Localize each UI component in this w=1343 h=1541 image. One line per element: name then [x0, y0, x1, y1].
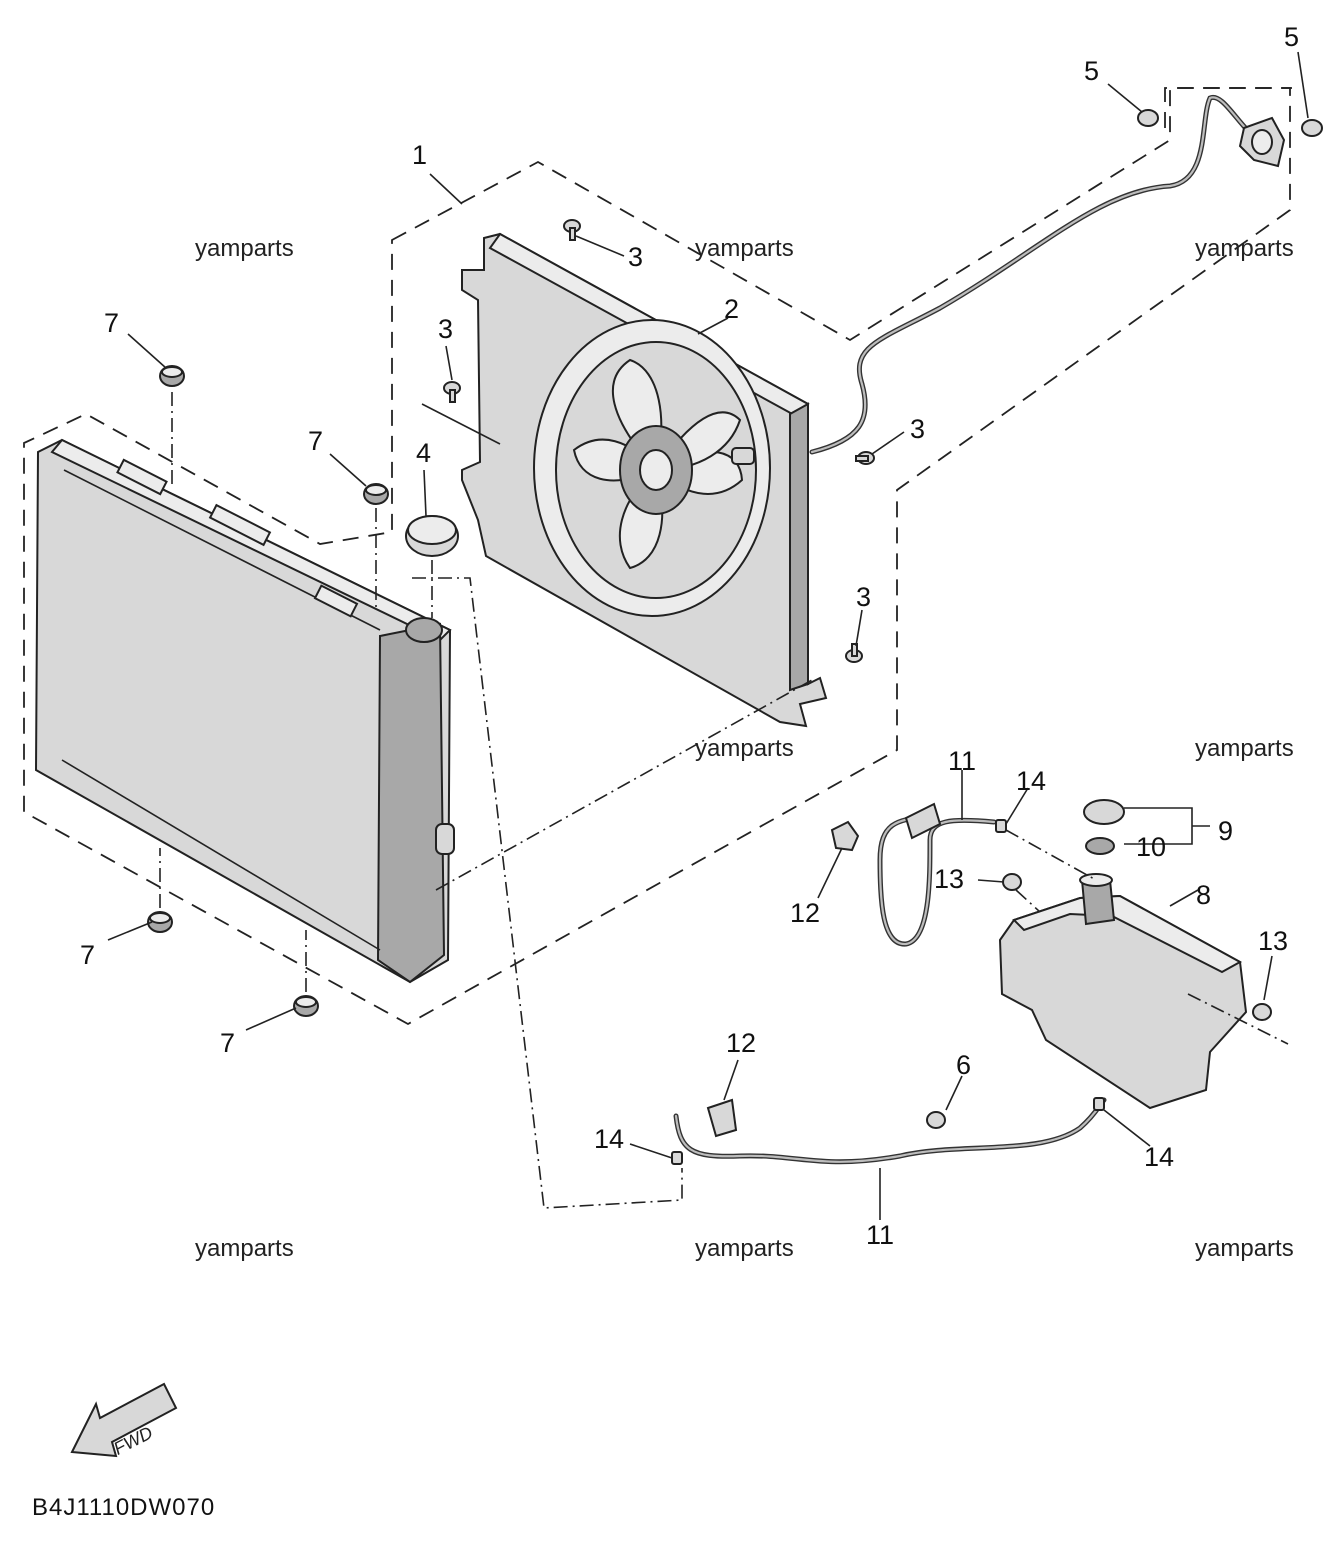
label-2: 2	[724, 294, 739, 324]
watermark: yamparts	[195, 235, 294, 262]
watermark: yamparts	[695, 1235, 794, 1262]
label-11: 11	[948, 746, 976, 776]
label-3: 3	[910, 414, 925, 444]
bolt-icon	[845, 643, 863, 663]
clip-icon	[671, 1151, 683, 1165]
label-3: 3	[856, 582, 871, 612]
label-7: 7	[80, 940, 95, 970]
hardware	[147, 109, 1323, 1138]
label-13: 13	[1258, 926, 1288, 956]
ref-line	[1187, 993, 1289, 1045]
overflow-hoses	[673, 802, 1107, 1165]
label-8: 8	[1196, 880, 1211, 910]
radiator	[34, 438, 455, 984]
nut-icon	[1301, 119, 1323, 137]
clip-icon	[1093, 1097, 1105, 1111]
label-14: 14	[594, 1124, 624, 1154]
grommet-icon	[363, 483, 389, 505]
label-10: 10	[1136, 832, 1166, 862]
grommet-icon	[159, 365, 185, 387]
watermark: yamparts	[1195, 235, 1294, 262]
watermark: yamparts	[195, 1235, 294, 1262]
label-7: 7	[104, 308, 119, 338]
watermark: yamparts	[1195, 735, 1294, 762]
label-3: 3	[628, 242, 643, 272]
clip-icon	[995, 819, 1007, 833]
part-labels: 1 2 3 3 3 3 4 5 5 6 7 7 7 7 8 9 10 11 11…	[80, 22, 1299, 1250]
fan-assembly-boundary	[23, 87, 1291, 1026]
ref-line	[1015, 889, 1041, 913]
coolant-reservoir	[998, 873, 1248, 1110]
label-11: 11	[866, 1220, 894, 1250]
fan-wire-harness	[809, 94, 1286, 455]
label-7: 7	[220, 1028, 235, 1058]
watermark: yamparts	[695, 235, 794, 262]
ref-line	[1005, 829, 1097, 881]
bolt-icon	[855, 451, 875, 465]
bolt-icon	[1002, 873, 1022, 891]
fwd-arrow-icon: FWD	[70, 1382, 178, 1459]
seal-icon	[1085, 837, 1115, 855]
nut-icon	[1137, 109, 1159, 127]
radiator-cap	[405, 515, 459, 557]
bolt-icon	[443, 381, 461, 403]
label-12: 12	[790, 898, 820, 928]
clamp-icon	[706, 1098, 738, 1138]
label-14: 14	[1016, 766, 1046, 796]
assembly-boundaries	[23, 87, 1292, 1026]
label-1: 1	[412, 140, 427, 170]
reference-lines	[159, 392, 1289, 1209]
label-9: 9	[1218, 816, 1233, 846]
bolt-icon	[563, 219, 581, 241]
fan-shroud	[461, 232, 828, 728]
grommet-icon	[293, 995, 319, 1017]
label-3: 3	[438, 314, 453, 344]
diagram-code: B4J1110DW070	[32, 1494, 215, 1521]
label-5: 5	[1084, 56, 1099, 86]
label-6: 6	[956, 1050, 971, 1080]
label-13: 13	[934, 864, 964, 894]
label-14: 14	[1144, 1142, 1174, 1172]
clamp-icon	[830, 820, 860, 852]
reservoir-cap-boundary	[1164, 87, 1292, 128]
label-4: 4	[416, 438, 431, 468]
label-5: 5	[1284, 22, 1299, 52]
label-12: 12	[726, 1028, 756, 1058]
grommet-icon	[147, 911, 173, 933]
reservoir-cap-icon	[1083, 799, 1125, 825]
bolt-icon	[926, 1111, 946, 1129]
watermark: yamparts	[1195, 1235, 1294, 1262]
ref-line	[412, 577, 683, 1209]
watermark: yamparts	[695, 735, 794, 762]
label-7: 7	[308, 426, 323, 456]
ref-line	[435, 679, 813, 891]
bolt-icon	[1252, 1003, 1272, 1021]
leader-lines	[107, 51, 1309, 1220]
